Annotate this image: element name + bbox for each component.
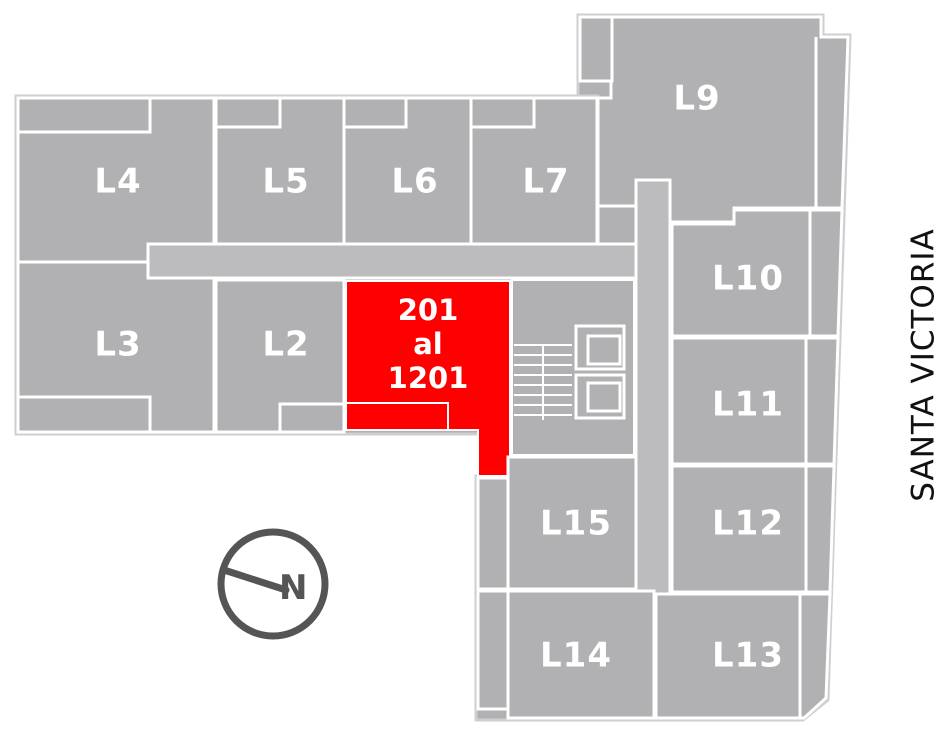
north-arrow-icon: N	[217, 528, 329, 640]
elevator-icon	[574, 324, 626, 420]
highlight-line-2: al	[413, 327, 443, 361]
unit-L7[interactable]: L7	[469, 96, 599, 246]
highlight-line-1: 201	[398, 293, 459, 327]
unit-L9[interactable]: L9	[578, 15, 850, 224]
north-letter: N	[279, 568, 307, 608]
street-name-label: SANTA VICTORIA	[906, 228, 942, 501]
unit-label-L15: L15	[540, 504, 612, 544]
unit-L4[interactable]: L4	[16, 96, 216, 264]
unit-label-L13: L13	[712, 636, 784, 676]
unit-label-L11: L11	[712, 385, 784, 425]
unit-label-L9: L9	[673, 79, 720, 119]
unit-L15[interactable]: L15	[476, 455, 638, 591]
unit-L14[interactable]: L14	[476, 589, 656, 720]
unit-label-L2: L2	[262, 325, 309, 365]
unit-L11[interactable]: L11	[670, 336, 840, 466]
unit-L13[interactable]: L13	[654, 592, 832, 720]
stairs-icon	[514, 344, 572, 420]
unit-L5[interactable]: L5	[214, 96, 346, 246]
unit-L6[interactable]: L6	[342, 96, 473, 246]
unit-label-L6: L6	[391, 162, 438, 202]
unit-label-L7: L7	[522, 162, 569, 202]
highlight-line-3: 1201	[388, 361, 469, 395]
unit-L10[interactable]: L10	[670, 208, 844, 338]
unit-L2[interactable]: L2	[214, 278, 346, 434]
unit-label-L10: L10	[712, 259, 784, 299]
highlighted-unit[interactable]: 201 al 1201	[345, 280, 511, 477]
building-core	[511, 279, 635, 456]
unit-label-L14: L14	[540, 636, 612, 676]
unit-label-L12: L12	[712, 504, 784, 544]
unit-label-L4: L4	[94, 162, 141, 202]
unit-label-L5: L5	[262, 162, 309, 202]
unit-label-L3: L3	[94, 325, 141, 365]
unit-L12[interactable]: L12	[670, 464, 836, 594]
unit-L3[interactable]: L3	[16, 260, 216, 434]
corridor	[146, 178, 672, 622]
